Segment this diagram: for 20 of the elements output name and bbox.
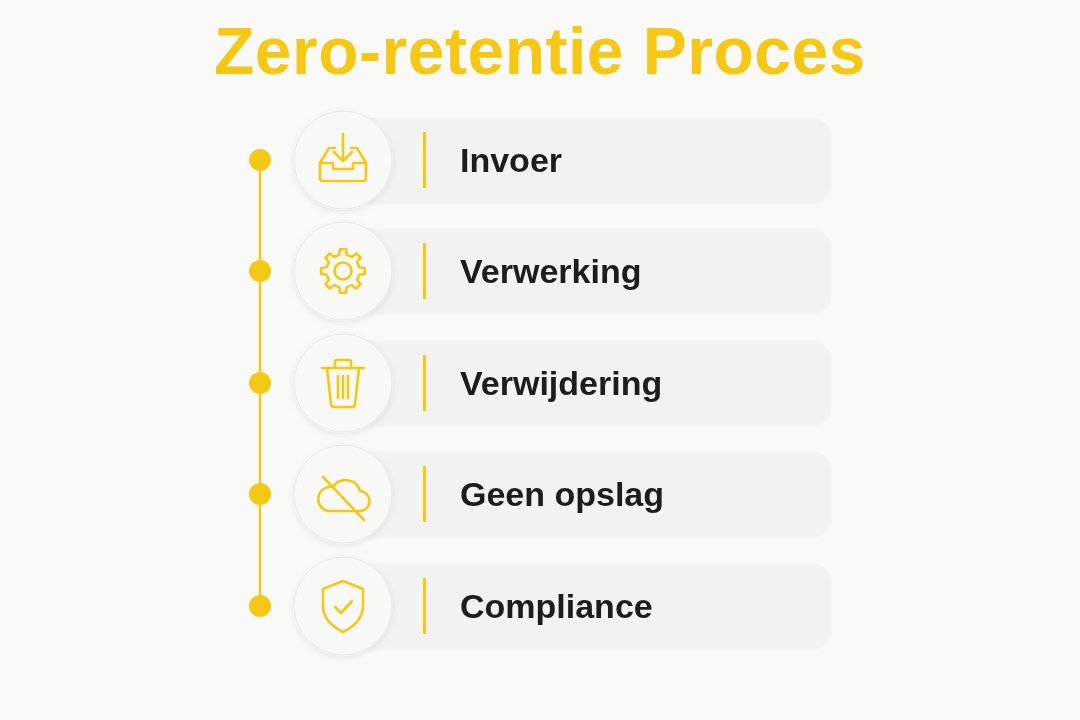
- page-title: Zero-retentie Proces: [214, 14, 866, 90]
- timeline-dot: [249, 595, 271, 617]
- step-label: Verwijdering: [460, 362, 664, 404]
- step-label: Verwerking: [460, 250, 643, 292]
- timeline-line: [258, 171, 262, 260]
- step-card: [293, 221, 830, 321]
- step-card: [293, 444, 830, 544]
- timeline-line: [258, 282, 262, 372]
- timeline-dot: [249, 149, 271, 171]
- step-label: Geen opslag: [460, 473, 666, 515]
- timeline-dot: [249, 372, 271, 394]
- step-label: Compliance: [460, 585, 654, 627]
- step-card: [293, 110, 830, 210]
- step-card: [293, 333, 830, 433]
- step-card: [293, 556, 830, 656]
- timeline-dot: [249, 483, 271, 505]
- timeline-line: [258, 394, 262, 483]
- timeline-line: [258, 505, 262, 595]
- step-label: Invoer: [460, 139, 564, 181]
- timeline-dot: [249, 260, 271, 282]
